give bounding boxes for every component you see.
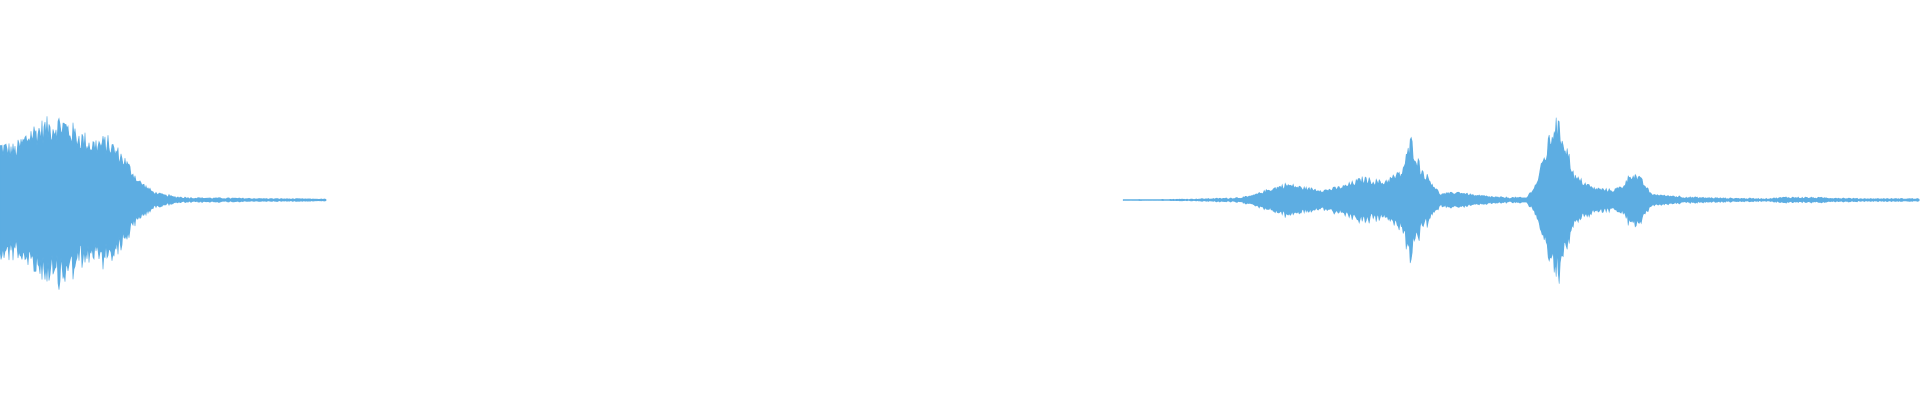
waveform-segment-1-shape bbox=[0, 116, 327, 290]
waveform-segment-2-shape bbox=[1122, 117, 1920, 284]
waveform-segment-2 bbox=[1122, 117, 1920, 284]
waveform-segment-1 bbox=[0, 116, 327, 290]
